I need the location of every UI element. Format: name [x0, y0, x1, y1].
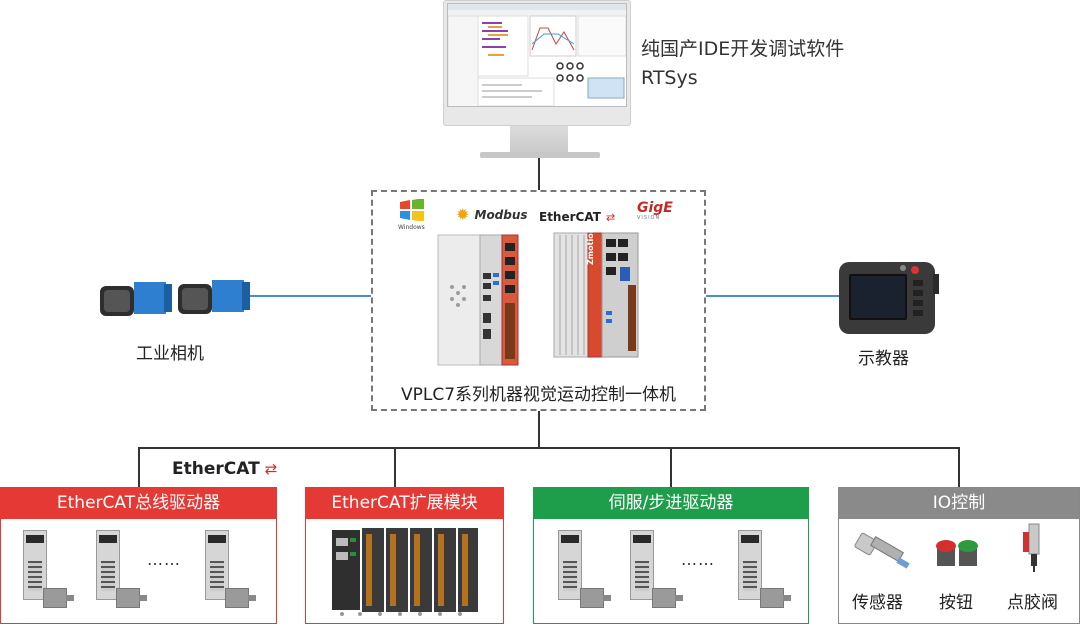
io-item-button: 按钮	[939, 593, 973, 613]
controller-device-left	[436, 233, 520, 369]
camera-icon-1	[100, 274, 172, 322]
ellipsis-2: ……	[681, 550, 715, 569]
monitor-stand	[510, 126, 568, 154]
controller-brand-text: Zmotion	[586, 227, 595, 265]
ellipsis-1: ……	[147, 550, 181, 569]
motor-icon-5	[652, 588, 683, 608]
controller-device-right: Zmotion	[552, 227, 640, 361]
windows-icon	[400, 198, 424, 222]
ide-window-graphic	[448, 4, 626, 106]
teach-pendant-graphic	[839, 262, 939, 334]
drive-icon-1	[23, 530, 47, 600]
modbus-logo: ✹ Modbus	[456, 204, 528, 224]
ide-label-line1: 纯国产IDE开发调试软件	[641, 38, 845, 60]
sensor-graphic	[854, 532, 910, 569]
ethercat-logo-bus-text: EtherCAT	[172, 459, 260, 479]
io-item-sensor: 传感器	[852, 593, 903, 613]
controller-group	[371, 190, 706, 411]
modbus-logo-text: Modbus	[474, 208, 528, 222]
line-camera-to-controller	[248, 295, 371, 297]
expansion-module-graphic	[332, 528, 478, 616]
line-controller-to-pendant	[706, 295, 840, 297]
motor-icon-1	[43, 588, 74, 608]
windows-logo-text: Windows	[398, 224, 425, 231]
ide-screenshot	[447, 3, 627, 107]
line-drop-4	[958, 447, 960, 487]
camera-label: 工业相机	[136, 344, 204, 364]
category-1-title: EtherCAT总线驱动器	[1, 488, 276, 519]
controller-caption: VPLC7系列机器视觉运动控制一体机	[400, 385, 677, 405]
motor-icon-4	[580, 588, 611, 608]
line-drop-2	[394, 447, 396, 487]
windows-logo: Windows	[398, 198, 430, 231]
category-io-control: IO控制 传感器 按钮 点胶阀	[838, 487, 1080, 624]
category-3-title: 伺服/步进驱动器	[534, 488, 808, 519]
motor-icon-6	[760, 588, 791, 608]
category-2-title: EtherCAT扩展模块	[306, 488, 503, 519]
dispensing-valve-icon	[1019, 522, 1049, 574]
ethercat-bus-arrow-icon: ⇄	[264, 460, 278, 478]
ide-label-line2: RTSys	[641, 67, 698, 89]
category-ethercat-bus-drives: EtherCAT总线驱动器 ……	[0, 487, 277, 624]
category-servo-stepper-drives: 伺服/步进驱动器 ……	[533, 487, 809, 624]
camera-icon-2	[178, 272, 250, 320]
drive-icon-5	[630, 530, 654, 600]
motor-icon-2	[116, 588, 147, 608]
expansion-module-icon	[330, 526, 480, 620]
motor-icon-3	[225, 588, 256, 608]
controller-device-right-graphic	[553, 232, 639, 358]
category-ethercat-expansion: EtherCAT扩展模块	[305, 487, 504, 624]
monitor-base	[480, 152, 600, 158]
camera-2-graphic	[178, 280, 250, 314]
drive-icon-6	[738, 530, 762, 600]
modbus-gear-icon: ✹	[456, 205, 470, 224]
gige-logo: GigE VISION	[637, 200, 673, 223]
gige-logo-subtext: VISION	[637, 215, 661, 221]
teach-pendant-icon	[837, 258, 941, 336]
ide-label: 纯国产IDE开发调试软件 RTSys	[641, 35, 844, 93]
teach-pendant-label: 示教器	[858, 349, 909, 369]
line-monitor-to-controller	[538, 158, 540, 190]
ethercat-logo-top-text: EtherCAT	[539, 210, 601, 224]
ethercat-logo-top: EtherCAT ⇄	[539, 206, 615, 225]
drive-icon-4	[558, 530, 582, 600]
button-graphic	[936, 540, 978, 566]
sensor-icon	[853, 530, 913, 574]
controller-device-left-graphic	[437, 234, 519, 366]
drive-icon-2	[96, 530, 120, 600]
dispensing-valve-graphic	[1023, 523, 1040, 572]
line-controller-down	[538, 411, 540, 449]
ethercat-arrow-icon: ⇄	[605, 211, 616, 224]
button-icon	[933, 532, 983, 572]
category-4-title: IO控制	[839, 488, 1079, 519]
line-drop-1	[138, 447, 140, 487]
camera-1-graphic	[100, 282, 172, 316]
line-drop-3	[670, 447, 672, 487]
line-bus-horizontal	[138, 447, 960, 449]
ethercat-logo-bus: EtherCAT ⇄	[172, 459, 277, 479]
gige-logo-text: GigE	[637, 200, 673, 216]
io-item-dispensing-valve: 点胶阀	[1007, 593, 1058, 613]
